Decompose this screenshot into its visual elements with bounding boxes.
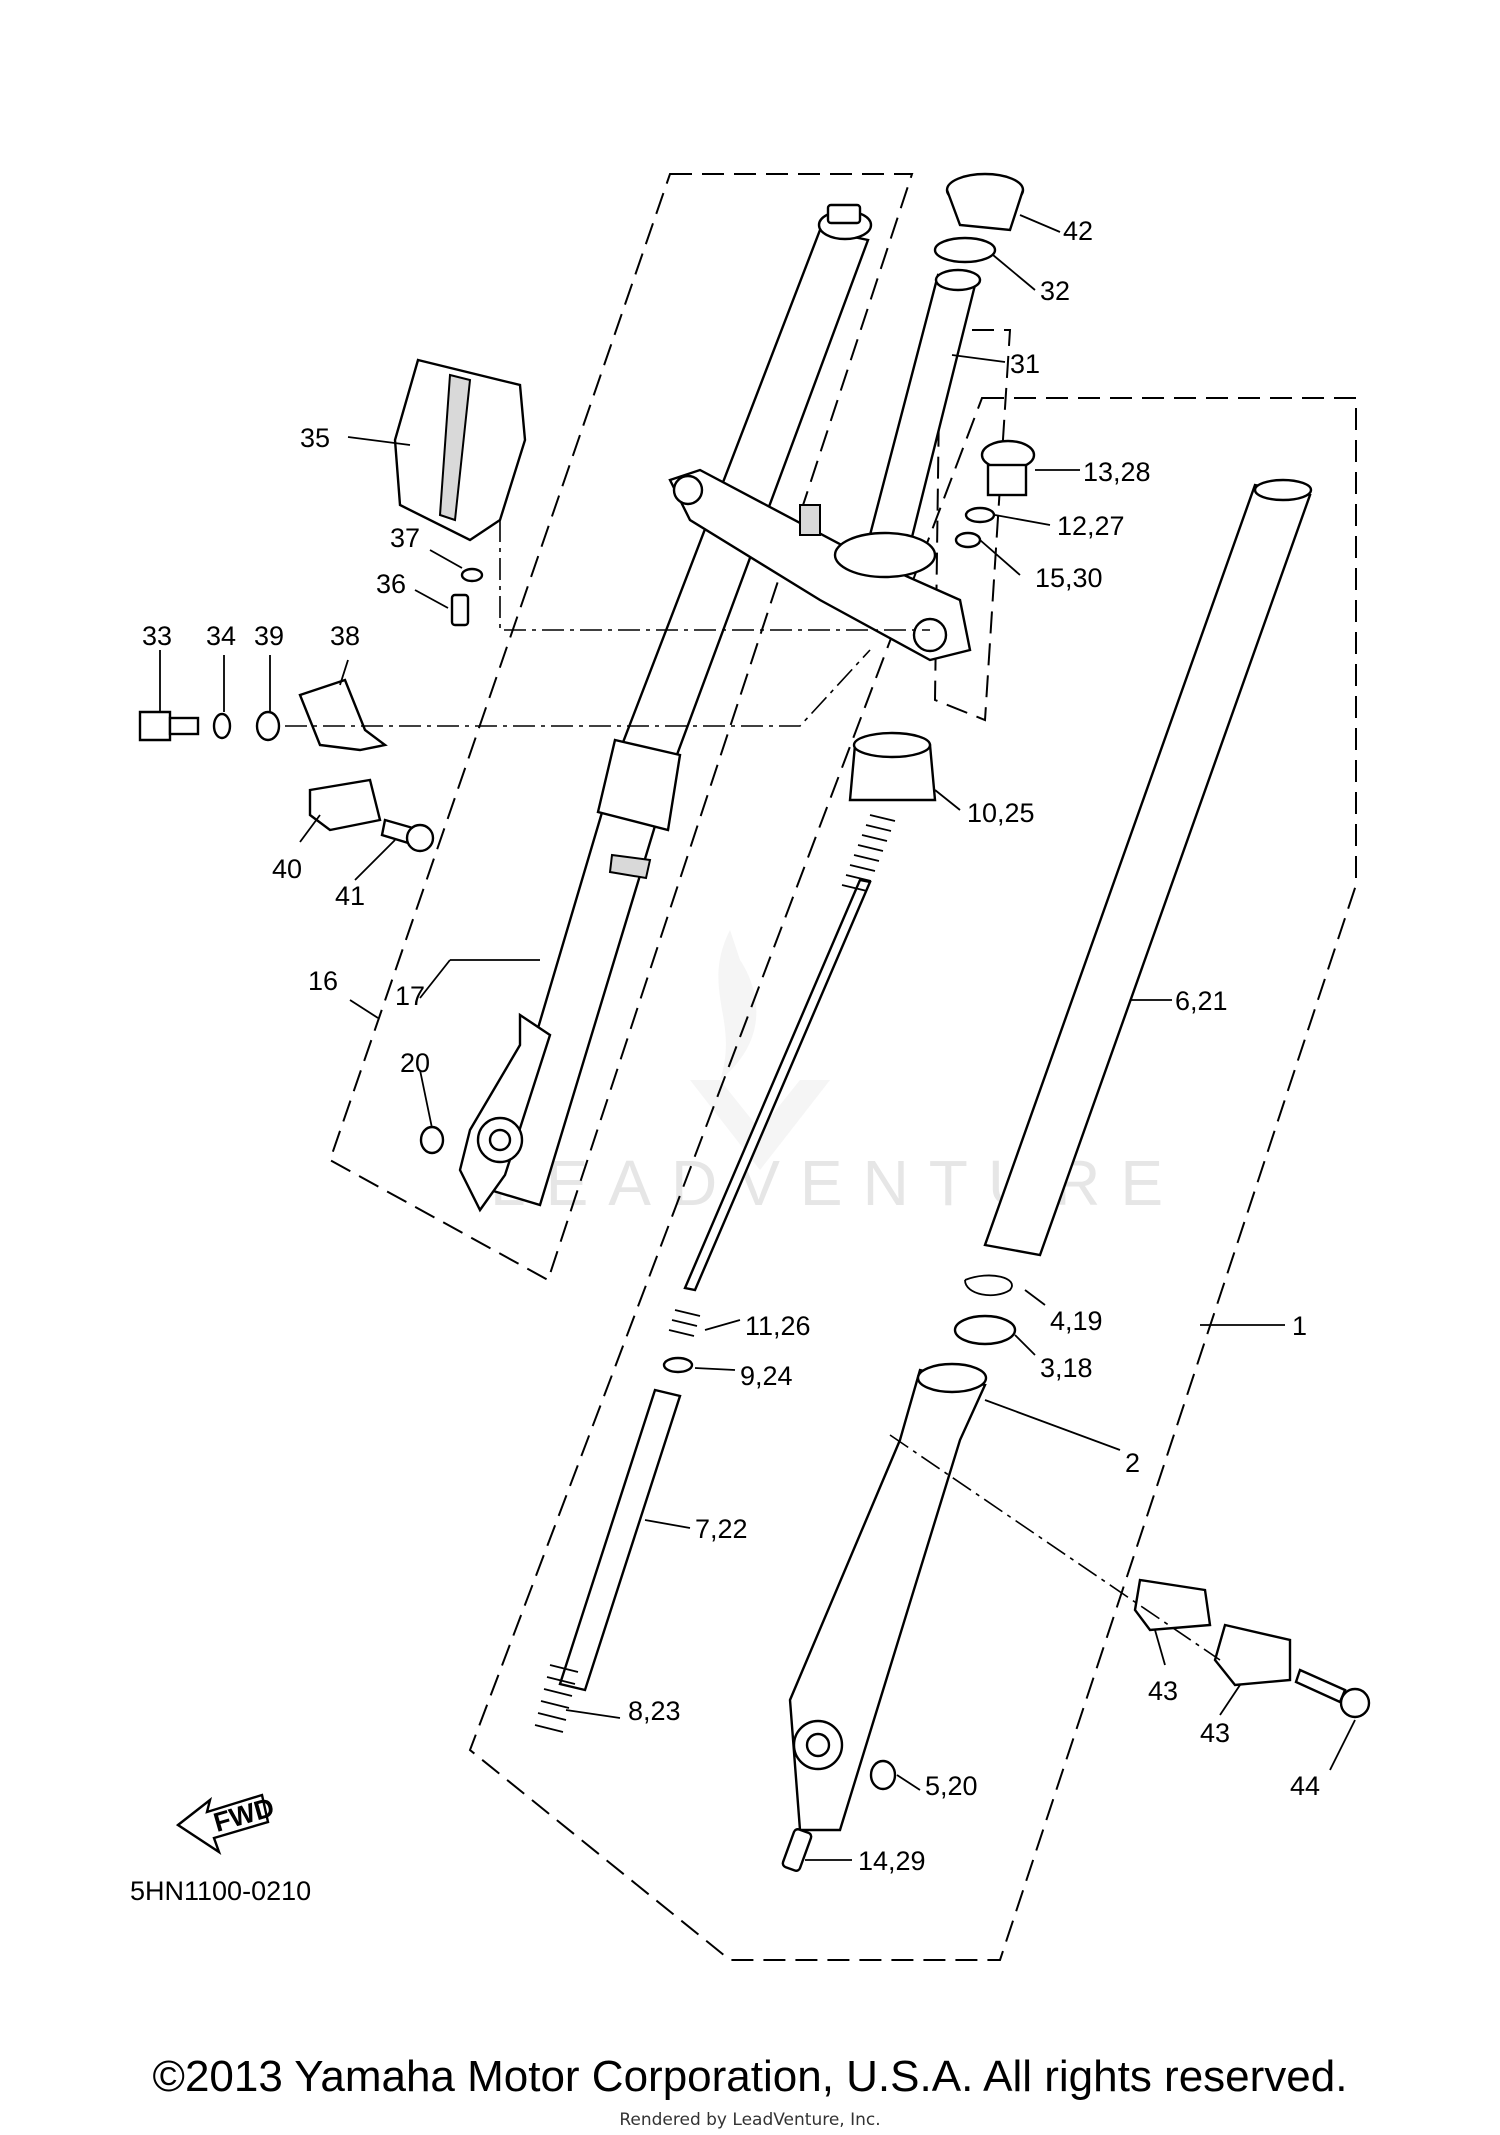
washer-34 [212,712,232,740]
copyright-footer: ©2013 Yamaha Motor Corporation, U.S.A. A… [152,2052,1348,2101]
callout-5-20: 5,20 [925,1771,978,1801]
outer-tube-clip [608,853,652,880]
callout-10-25: 10,25 [967,798,1035,828]
callout-7-22: 7,22 [695,1514,748,1544]
callout-20: 20 [400,1048,430,1078]
under-bracket [668,468,972,662]
callout-33: 33 [142,621,172,651]
under-bracket-hole-left [672,474,704,506]
outer-tube-2 [788,1368,987,1832]
washer-37 [460,567,484,583]
callout-4-19: 4,19 [1050,1306,1103,1336]
dust-seal-42-body [945,189,1025,232]
callout-42: 42 [1063,216,1093,246]
callout-12-27: 12,27 [1057,511,1125,541]
outer-tube-seal-boot [596,738,682,832]
relation-line-guard [499,520,930,631]
fork-top-bolt [826,203,862,225]
bolt-36 [450,593,470,627]
washer-39 [255,710,281,742]
damper-rod [683,878,872,1292]
clip-4-19 [964,1274,1013,1297]
callout-1: 1 [1292,1311,1307,1341]
callout-8-23: 8,23 [628,1696,681,1726]
group-outline-1 [468,397,1357,1961]
bolt-44 [1294,1668,1347,1704]
callout-14-29: 14,29 [858,1846,926,1876]
callout-labels: 42 32 31 35 13,28 12,27 37 15,30 36 33 3… [142,216,1320,1876]
fwd-label: FWD [210,1792,277,1838]
o-ring-12 [964,506,996,524]
callout-43-upper: 43 [1148,1676,1178,1706]
clamp-40 [308,778,382,832]
callout-17: 17 [395,981,425,1011]
bolt-33 [138,710,172,742]
callout-31: 31 [1010,349,1040,379]
spring-8-23 [534,1664,579,1733]
rendered-by-note: Rendered by LeadVenture, Inc. [619,2110,881,2130]
inner-tube-top [1253,478,1313,502]
callout-41: 41 [335,881,365,911]
callout-15-30: 15,30 [1035,563,1103,593]
callout-2: 2 [1125,1448,1140,1478]
stem-thread-top [934,268,982,292]
watermark-logo [690,930,830,1170]
washer-5-20 [869,1759,897,1791]
bearing-32 [933,236,997,264]
fwd-arrow-icon: FWD [175,1792,278,1855]
leader-lines [159,214,1356,1861]
bolt-33-shank [168,716,200,736]
callout-36: 36 [376,569,406,599]
callout-13-28: 13,28 [1083,457,1151,487]
seal-3-18 [953,1314,1017,1346]
callout-6-21: 6,21 [1175,986,1228,1016]
callout-34: 34 [206,621,236,651]
callout-38: 38 [330,621,360,651]
callout-40: 40 [272,854,302,884]
bolt-41-head [405,823,435,853]
spring-11-upper [841,814,896,892]
cylinder-7-22 [558,1388,682,1692]
holder-38 [298,678,388,752]
callout-3-18: 3,18 [1040,1353,1093,1383]
bolt-44-head [1339,1687,1371,1719]
group-outline-16 [328,173,914,1282]
under-bracket-stop-1 [799,504,821,536]
callout-35: 35 [300,423,330,453]
callout-32: 32 [1040,276,1070,306]
clamp-43-lower [1213,1623,1292,1687]
bolt-14-29 [781,1828,813,1872]
relation-line-clamp [889,1434,1221,1661]
callout-44: 44 [1290,1771,1320,1801]
callout-9-24: 9,24 [740,1361,793,1391]
ring-9-24 [662,1356,694,1374]
callout-43-lower: 43 [1200,1718,1230,1748]
relation-line-holder [285,649,871,727]
under-bracket-hole-right [912,617,948,653]
callout-37: 37 [390,523,420,553]
outer-tube-2-top [916,1362,988,1394]
washer-15 [954,531,982,549]
washer-20 [419,1125,445,1155]
steering-stem-31 [868,273,977,547]
spacer-10-top [852,731,932,759]
callout-39: 39 [254,621,284,651]
inner-tube-6-21 [983,483,1312,1257]
callout-11-26: 11,26 [745,1311,811,1341]
watermark-text: LEADVENTURE [490,1147,1183,1219]
callout-16: 16 [308,966,338,996]
group-outline-fork-bolt [933,329,1012,722]
stem-base [833,531,937,579]
bolt-13-body [986,463,1028,497]
clamp-43-upper [1133,1578,1212,1632]
diagram-code: 5HN1100-0210 [130,1876,311,1906]
axle-hole-right [805,1732,831,1758]
spring-11-26 [668,1309,701,1337]
axle-bracket-left [458,1012,552,1213]
fork-guard-35-rib [438,373,472,522]
axle-hole-left [488,1128,512,1152]
